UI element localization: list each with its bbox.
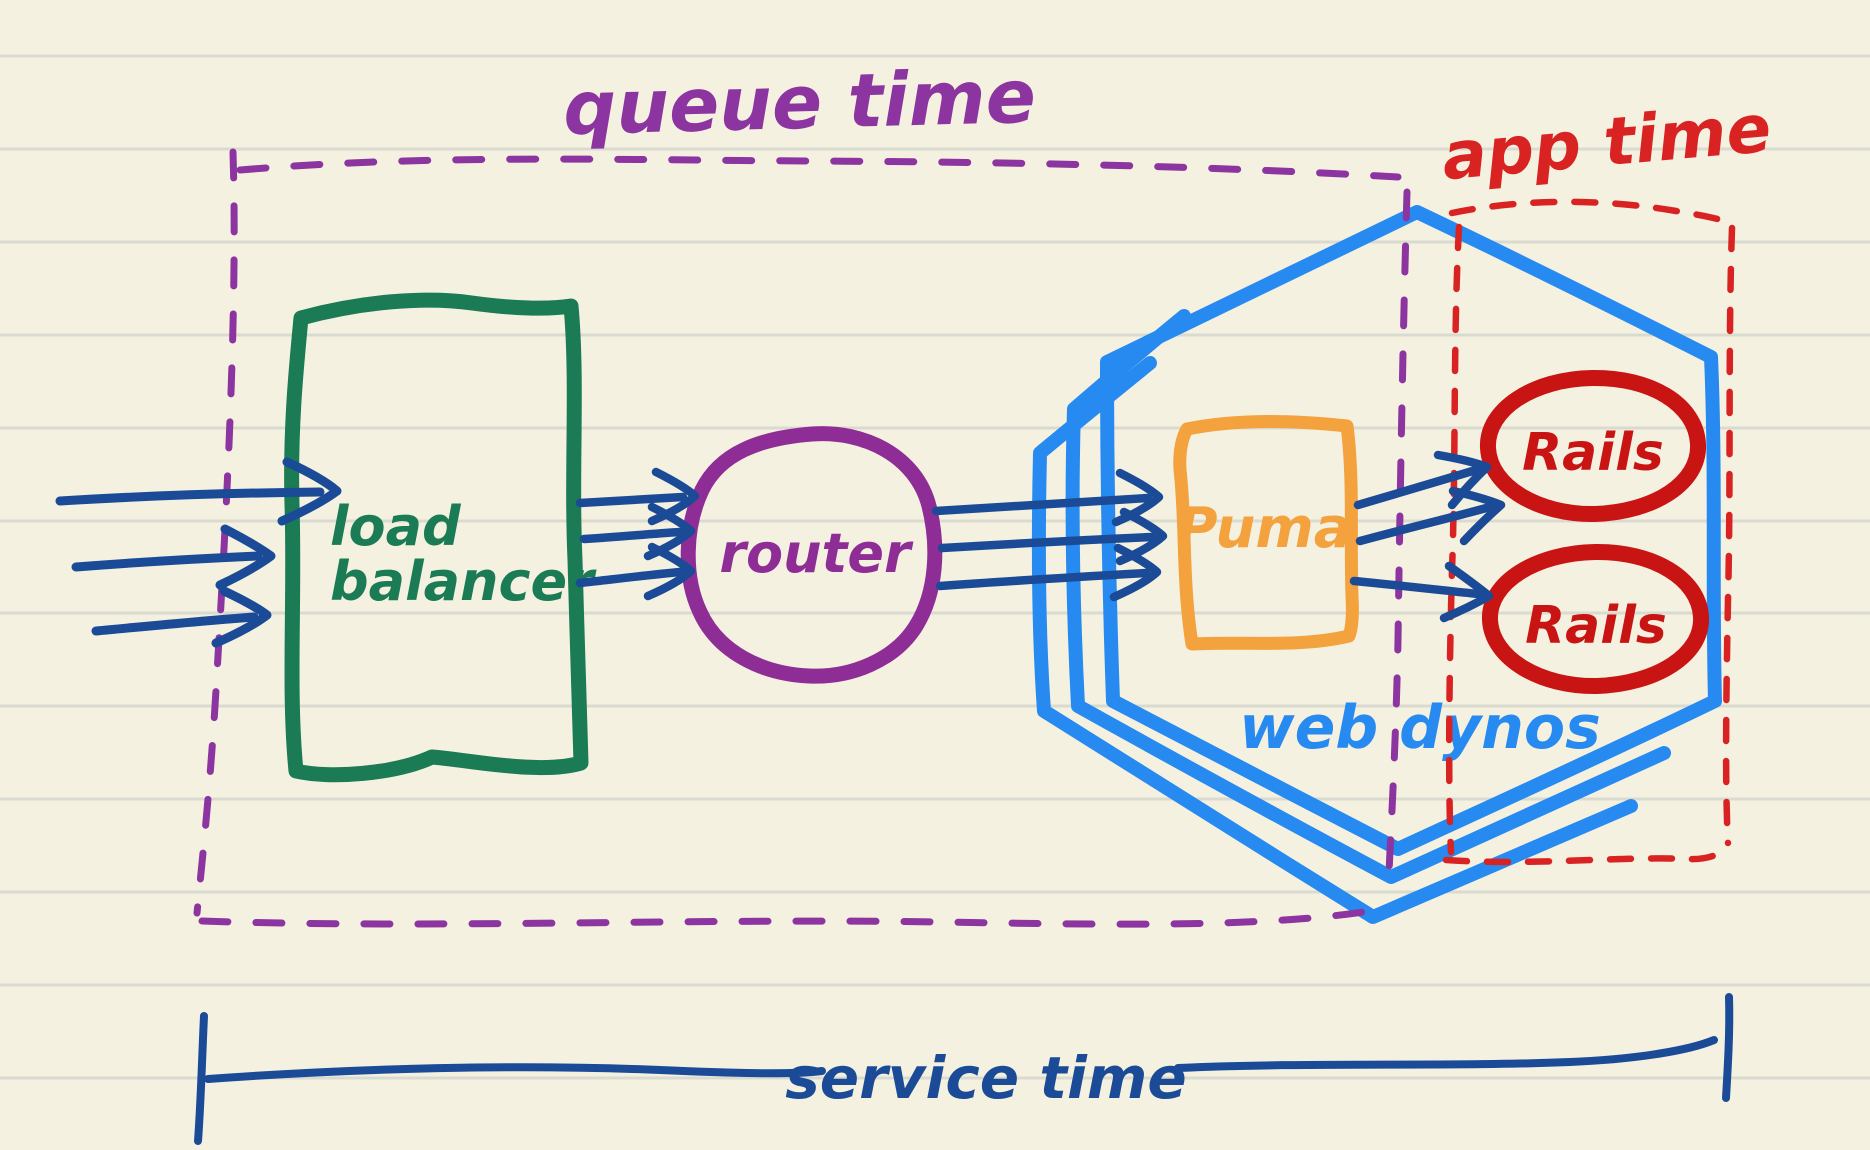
arrow-shaft xyxy=(937,532,1157,553)
arrow-shaft xyxy=(1355,502,1495,546)
arrow-head xyxy=(1109,543,1162,602)
arrow-head xyxy=(211,586,272,648)
arrow-shaft xyxy=(55,487,325,506)
puma-label: Puma xyxy=(1176,496,1351,561)
arrow-shaft xyxy=(575,492,688,508)
puma-to-rails-arrows xyxy=(1349,450,1506,623)
web-dynos-label: web dynos xyxy=(1239,693,1601,763)
arrow-shaft xyxy=(935,568,1151,591)
puma-node: Puma xyxy=(1173,415,1359,651)
rails-label-bottom: Rails xyxy=(1525,596,1667,656)
router-to-puma-arrows xyxy=(931,468,1168,602)
arrow-shaft xyxy=(91,612,259,636)
router-node: router xyxy=(680,426,943,684)
incoming-request-arrows xyxy=(55,457,342,648)
load-balancer-to-router-arrows xyxy=(575,467,700,601)
web-dyno-hexagon-front xyxy=(1100,205,1722,856)
web-dyno-hexagon-middle xyxy=(1065,309,1671,884)
queue-time-dashed-box xyxy=(193,148,1411,928)
arrow-head xyxy=(215,524,276,590)
queue-time-label: queue time xyxy=(562,54,1037,152)
rails-nodes: Rails Rails xyxy=(1480,369,1709,695)
queue-time-region: queue time xyxy=(193,54,1411,928)
load-balancer-node: load balancer xyxy=(284,292,597,783)
service-time-right-line xyxy=(1174,1036,1718,1072)
rails-label-top: Rails xyxy=(1522,423,1664,483)
arrow-shaft xyxy=(71,551,263,572)
router-circle xyxy=(680,426,943,684)
arrow-shaft xyxy=(931,493,1153,516)
arrow-head xyxy=(1439,561,1494,623)
arrow-shaft xyxy=(575,567,685,588)
load-balancer-label-line1: load xyxy=(330,495,462,558)
puma-box xyxy=(1173,415,1359,651)
arrow-head xyxy=(643,542,696,601)
arrow-head xyxy=(277,457,342,526)
service-time-left-tick xyxy=(194,1012,208,1145)
service-time-left-line xyxy=(204,1063,826,1083)
arrow-shaft xyxy=(1353,465,1481,510)
service-time-right-tick xyxy=(1722,993,1734,1102)
load-balancer-box xyxy=(284,292,589,783)
notebook-ruled-lines xyxy=(0,54,1870,1080)
arrow-shaft xyxy=(579,527,685,544)
load-balancer-label-line2: balancer xyxy=(330,550,597,613)
router-label: router xyxy=(719,522,914,585)
rails-ring-top xyxy=(1480,369,1706,523)
arrow-shaft xyxy=(1349,576,1483,599)
arrow-head xyxy=(1448,486,1506,546)
service-time-label: service time xyxy=(785,1044,1186,1112)
service-time-annotation: service time xyxy=(194,993,1734,1145)
rails-ring-bottom xyxy=(1482,543,1709,695)
web-dyno-hexagon-back xyxy=(1031,356,1638,924)
web-dyno-stack: web dynos xyxy=(1031,205,1722,924)
